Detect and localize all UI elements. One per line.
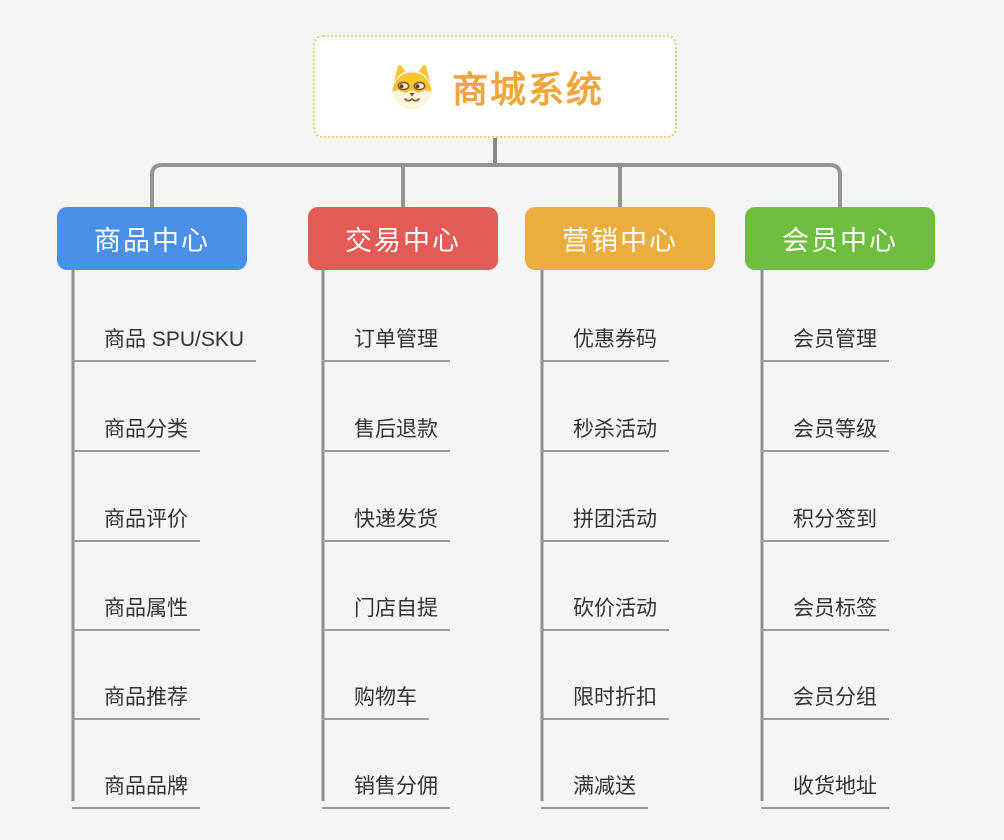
- branch-node-product-center[interactable]: 商品中心: [57, 207, 247, 270]
- leaf-node[interactable]: 门店自提: [322, 578, 450, 631]
- branch-node-trade-center[interactable]: 交易中心: [308, 207, 498, 270]
- root-title: 商城系统: [451, 68, 604, 110]
- leaf-node[interactable]: 商品属性: [72, 578, 200, 631]
- leaf-node[interactable]: 收货地址: [761, 756, 889, 809]
- leaf-node[interactable]: 会员标签: [761, 578, 889, 631]
- leaf-node[interactable]: 商品分类: [72, 399, 200, 452]
- leaf-node[interactable]: 会员管理: [761, 309, 889, 362]
- leaf-node[interactable]: 满减送: [541, 756, 648, 809]
- leaf-node[interactable]: 积分签到: [761, 489, 889, 542]
- leaf-node[interactable]: 限时折扣: [541, 667, 669, 720]
- branch-node-member-center[interactable]: 会员中心: [745, 207, 935, 270]
- leaf-node[interactable]: 商品评价: [72, 489, 200, 542]
- root-node[interactable]: 商城系统: [313, 35, 677, 138]
- branch-label: 会员中心: [782, 226, 898, 256]
- leaf-node[interactable]: 商品 SPU/SKU: [72, 309, 257, 362]
- leaf-node[interactable]: 砍价活动: [541, 578, 669, 631]
- leaf-node[interactable]: 会员分组: [761, 667, 889, 720]
- branch-label: 商品中心: [94, 226, 210, 256]
- leaf-node[interactable]: 快递发货: [322, 489, 450, 542]
- leaf-node[interactable]: 商品品牌: [72, 756, 200, 809]
- leaf-column-trade: 订单管理 售后退款 快递发货 门店自提 购物车 销售分佣: [322, 270, 592, 810]
- leaf-node[interactable]: 销售分佣: [322, 756, 450, 809]
- leaf-column-product: 商品 SPU/SKU 商品分类 商品评价 商品属性 商品推荐 商品品牌: [72, 270, 342, 810]
- branch-label: 营销中心: [562, 226, 678, 256]
- leaf-node[interactable]: 商品推荐: [72, 667, 200, 720]
- dog-icon: [392, 64, 432, 109]
- leaf-column-member: 会员管理 会员等级 积分签到 会员标签 会员分组 收货地址: [761, 270, 1004, 810]
- leaf-column-marketing: 优惠券码 秒杀活动 拼团活动 砍价活动 限时折扣 满减送: [541, 270, 811, 810]
- branch-node-marketing-center[interactable]: 营销中心: [525, 207, 715, 270]
- branch-label: 交易中心: [345, 226, 461, 256]
- leaf-node[interactable]: 订单管理: [322, 309, 450, 362]
- leaf-node[interactable]: 秒杀活动: [541, 399, 669, 452]
- leaf-node[interactable]: 拼团活动: [541, 489, 669, 542]
- leaf-node[interactable]: 会员等级: [761, 399, 889, 452]
- leaf-node[interactable]: 售后退款: [322, 399, 450, 452]
- leaf-node[interactable]: 购物车: [322, 667, 429, 720]
- leaf-node[interactable]: 优惠券码: [541, 309, 669, 362]
